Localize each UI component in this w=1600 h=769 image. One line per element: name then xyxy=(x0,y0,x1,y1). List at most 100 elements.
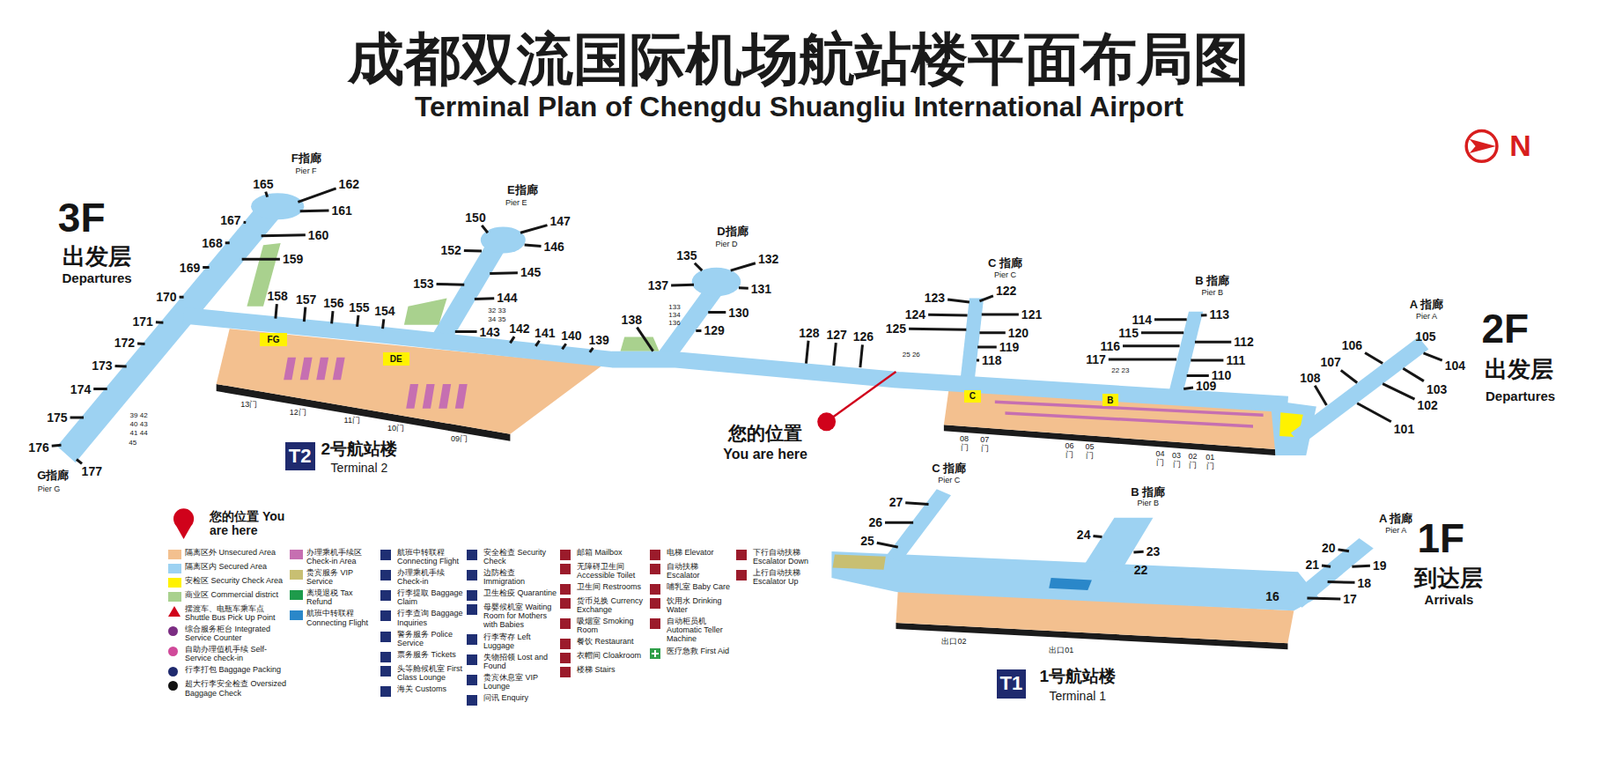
small-gate-number: 39 42 xyxy=(130,412,148,420)
gate-number: 130 xyxy=(728,306,749,319)
legend-icon xyxy=(560,666,571,678)
gate-number: 155 xyxy=(348,301,369,314)
door-label: 05门 xyxy=(1083,442,1097,461)
gate-number: 112 xyxy=(1233,335,1254,348)
gate-number: 116 xyxy=(1099,339,1121,353)
door-label: 11门 xyxy=(344,416,361,425)
legend-text: 自动柜员机 Automatic Teller Machine xyxy=(666,616,734,643)
legend-icon xyxy=(168,605,181,617)
gate-number: 150 xyxy=(464,211,486,224)
gate-stub xyxy=(1154,317,1188,321)
legend-text: 饮用水 Drinking Water xyxy=(666,596,734,614)
legend-icon xyxy=(168,666,178,677)
legend-icon xyxy=(466,654,478,665)
gate-stub xyxy=(331,310,333,324)
gate-number: 118 xyxy=(981,353,1003,367)
door-label: 出口02 xyxy=(941,636,966,645)
gate-stub xyxy=(155,320,164,324)
gate-stub xyxy=(179,295,185,299)
gate-stub xyxy=(1402,368,1424,381)
gate-stub xyxy=(1321,565,1331,567)
gate-stub xyxy=(275,303,277,318)
pier-label: Pier B xyxy=(1136,499,1159,509)
gate-stub xyxy=(1341,369,1357,383)
legend-text: 办理乘机手续区 Check-in Area xyxy=(306,547,378,566)
box-text: T2 xyxy=(288,445,312,467)
gate-stub xyxy=(464,249,482,253)
security-box: FG xyxy=(259,332,287,347)
gate-stub xyxy=(357,315,359,327)
legend-text: 失物招领 Lost and Found xyxy=(483,652,558,671)
commercial-area xyxy=(620,337,660,352)
legend-icon xyxy=(380,631,391,642)
gate-number: 156 xyxy=(323,296,344,310)
gate-number: 170 xyxy=(155,290,177,303)
gate-number: 158 xyxy=(267,289,288,303)
gate-number: 23 xyxy=(1146,545,1161,558)
legend-text: 哺乳室 Baby Care xyxy=(666,582,734,591)
legend-icon xyxy=(560,597,571,609)
small-gate-number: 32 33 xyxy=(487,307,506,315)
legend-text: 医疗急救 First Aid xyxy=(666,646,734,656)
legend-swatch xyxy=(168,549,182,560)
legend-icon xyxy=(466,674,478,686)
floor-label: 出发层 xyxy=(1484,356,1554,383)
gate-number: 154 xyxy=(374,304,395,318)
gate-number: 113 xyxy=(1209,308,1230,321)
legend-text: 问讯 Enquiry xyxy=(483,693,558,702)
pier-label: B 指廊 xyxy=(1130,485,1165,498)
legend-icon xyxy=(168,680,178,691)
gate-stub xyxy=(1338,549,1350,552)
gate-number: 24 xyxy=(1076,528,1092,541)
floor-label: 到达层 xyxy=(1414,565,1483,591)
north-arrow xyxy=(1469,139,1497,154)
door-label: 06门 xyxy=(1062,442,1076,460)
legend-text: 衣帽间 Cloakroom xyxy=(576,650,648,660)
gate-stub xyxy=(303,307,305,323)
checkin-island xyxy=(455,383,468,409)
gate-number: 122 xyxy=(995,284,1017,297)
pier-label: G指廊 xyxy=(36,469,69,482)
legend-text: 票务服务 Tickets xyxy=(397,649,465,659)
gate-stub xyxy=(1190,359,1224,362)
gate-number: 103 xyxy=(1426,383,1447,396)
gate-number: 153 xyxy=(412,277,434,290)
box-text: B xyxy=(1106,395,1114,406)
legend-swatch xyxy=(168,591,182,602)
small-gate-number: 136 xyxy=(668,319,680,327)
gate-stub xyxy=(51,443,62,448)
legend-icon xyxy=(736,569,747,581)
legend-text: 自助办理值机手续 Self-Service check-in xyxy=(184,644,289,663)
gate-stub xyxy=(670,283,694,288)
gate-number: 172 xyxy=(114,336,135,349)
gate-stub xyxy=(981,312,1019,316)
gate-stub xyxy=(976,359,980,362)
gate-stub xyxy=(1133,550,1143,554)
arrival-hall xyxy=(831,551,1319,611)
legend-text: 行李打包 Baggage Packing xyxy=(184,664,289,674)
pier-label: A 指廊 xyxy=(1378,512,1414,525)
door-label: 03门 xyxy=(1170,451,1183,470)
concourse xyxy=(184,315,1289,405)
legend-swatch xyxy=(289,569,303,580)
gate-number: 16 xyxy=(1265,589,1280,603)
north-label: N xyxy=(1509,129,1532,163)
legend-text: 电梯 Elevator xyxy=(666,547,734,557)
door-label: 04门 xyxy=(1154,450,1167,469)
legend-icon xyxy=(560,638,571,649)
legend-text: 下行自动扶梯 Escalator Down xyxy=(752,547,829,566)
gate-stub xyxy=(1187,374,1210,377)
legend-text: 贵宾休息室 VIP Lounge xyxy=(483,672,558,691)
gate-stub xyxy=(137,342,146,346)
gate-stub xyxy=(115,364,127,369)
gate-number: 131 xyxy=(751,282,772,295)
gate-stub xyxy=(1183,387,1194,389)
legend-icon xyxy=(466,694,478,706)
legend-text: 警务服务 Police Service xyxy=(397,629,465,648)
terminal-name: 2号航站楼 xyxy=(321,439,399,458)
legend-text: 离境退税 Tax Refund xyxy=(306,588,378,606)
door-label: 02门 xyxy=(1187,452,1200,471)
gate-stub xyxy=(300,209,330,214)
gate-stub xyxy=(524,244,542,246)
gate-number: 173 xyxy=(91,359,112,372)
